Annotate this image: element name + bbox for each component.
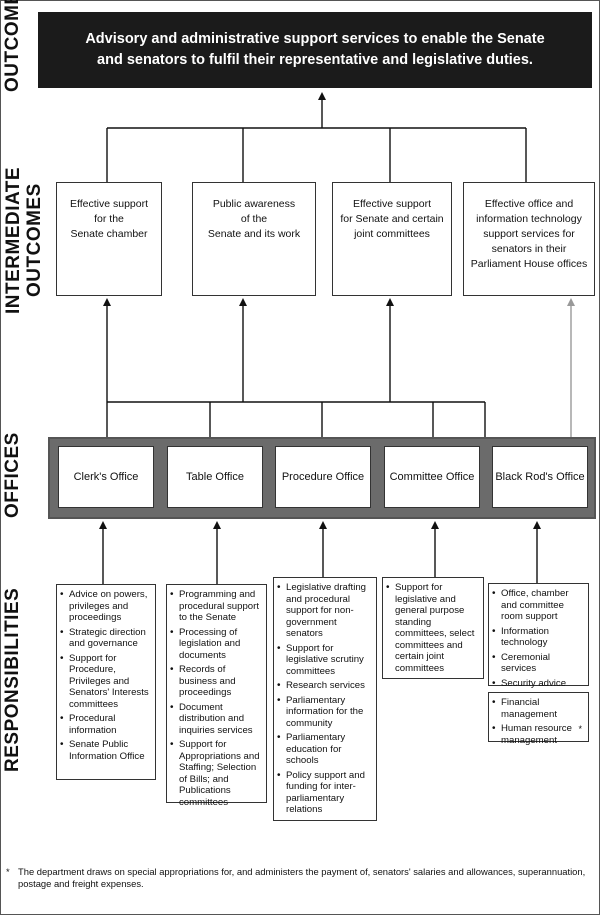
office-label: Committee Office bbox=[389, 471, 475, 483]
responsibilities-table: Programming and procedural support to th… bbox=[166, 584, 267, 808]
intermediate-outcome-committees: Effective support for Senate and certain… bbox=[332, 182, 452, 296]
office-label: Table Office bbox=[186, 471, 244, 483]
responsibilities-procedure: Legislative drafting and procedural supp… bbox=[273, 577, 377, 821]
list-item: Support for legislative and general purp… bbox=[386, 582, 480, 674]
list-item: Ceremonial services bbox=[492, 652, 585, 675]
list-item: Programming and procedural support to th… bbox=[170, 589, 263, 624]
asterisk-mark: * bbox=[578, 723, 582, 734]
responsibilities-committee: Support for legislative and general purp… bbox=[382, 577, 484, 679]
office-label: Clerk's Office bbox=[73, 471, 139, 483]
list-item: Information technology bbox=[492, 626, 585, 649]
list-item: Document distribution and inquiries serv… bbox=[170, 702, 263, 737]
intermediate-text: Senate chamber bbox=[70, 228, 148, 240]
list-item: Financial management bbox=[492, 697, 585, 720]
list-item: Strategic direction and governance bbox=[60, 627, 152, 650]
list-item: Parliamentary education for schools bbox=[277, 732, 373, 767]
office-table: Table Office bbox=[167, 446, 263, 508]
intermediate-outcome-senate-chamber: Effective support for the Senate chamber bbox=[56, 182, 162, 296]
list-item: Support for legislative scrutiny committ… bbox=[277, 643, 373, 678]
intermediate-text: for the bbox=[94, 213, 124, 225]
responsibilities-clerks: Advice on powers, privileges and proceed… bbox=[56, 584, 156, 780]
footnote-text: The department draws on special appropri… bbox=[18, 866, 586, 889]
list-item: Research services bbox=[277, 680, 373, 692]
intermediate-text: Senate and its work bbox=[207, 228, 301, 240]
list-item: Processing of legislation and documents bbox=[170, 627, 263, 662]
footnote: * The department draws on special approp… bbox=[6, 866, 586, 890]
list-item: Policy support and funding for inter-par… bbox=[277, 770, 373, 816]
intermediate-text: Public awareness bbox=[212, 198, 296, 210]
list-item: Legislative drafting and procedural supp… bbox=[277, 582, 373, 640]
list-item: Advice on powers, privileges and proceed… bbox=[60, 589, 152, 624]
office-black-rods: Black Rod's Office bbox=[492, 446, 588, 508]
intermediate-text: Effective office and bbox=[484, 198, 574, 210]
office-clerks: Clerk's Office bbox=[58, 446, 154, 508]
list-item: Human resource management bbox=[492, 723, 585, 746]
list-item: Support for Appropriations and Staffing;… bbox=[170, 739, 263, 808]
responsibilities-black-rods: Office, chamber and committee room suppo… bbox=[488, 583, 589, 689]
intermediate-outcome-public-awareness: Public awareness of the Senate and its w… bbox=[192, 182, 316, 296]
office-procedure: Procedure Office bbox=[275, 446, 371, 508]
outcome-text: Advisory and administrative support serv… bbox=[85, 31, 545, 68]
intermediate-outcome-office-it: Effective office and information technol… bbox=[463, 182, 595, 296]
office-committee: Committee Office bbox=[384, 446, 480, 508]
intermediate-text: Effective support bbox=[69, 198, 149, 210]
list-item: Records of business and proceedings bbox=[170, 664, 263, 699]
list-item: Senate Public Information Office bbox=[60, 739, 152, 762]
outcome-box: Advisory and administrative support serv… bbox=[38, 12, 592, 88]
responsibilities-special-appropriations: Financial management Human resource mana… bbox=[488, 692, 589, 746]
office-label: Procedure Office bbox=[281, 471, 365, 483]
intermediate-text: information technology bbox=[476, 213, 582, 225]
list-item: Procedural information bbox=[60, 713, 152, 736]
intermediate-text: support services for bbox=[483, 228, 575, 240]
footnote-mark: * bbox=[6, 866, 10, 877]
intermediate-text: joint committees bbox=[354, 228, 430, 240]
intermediate-text: Parliament House offices bbox=[470, 258, 588, 270]
list-item: Support for Procedure, Privileges and Se… bbox=[60, 653, 152, 711]
intermediate-text: senators in their bbox=[491, 243, 567, 255]
intermediate-text: for Senate and certain bbox=[340, 213, 444, 225]
intermediate-text: Effective support bbox=[352, 198, 432, 210]
intermediate-text: of the bbox=[240, 213, 268, 225]
list-item: Parliamentary information for the commun… bbox=[277, 695, 373, 730]
list-item: Office, chamber and committee room suppo… bbox=[492, 588, 585, 623]
office-label: Black Rod's Office bbox=[495, 471, 585, 483]
list-item: Security advice bbox=[492, 678, 585, 690]
